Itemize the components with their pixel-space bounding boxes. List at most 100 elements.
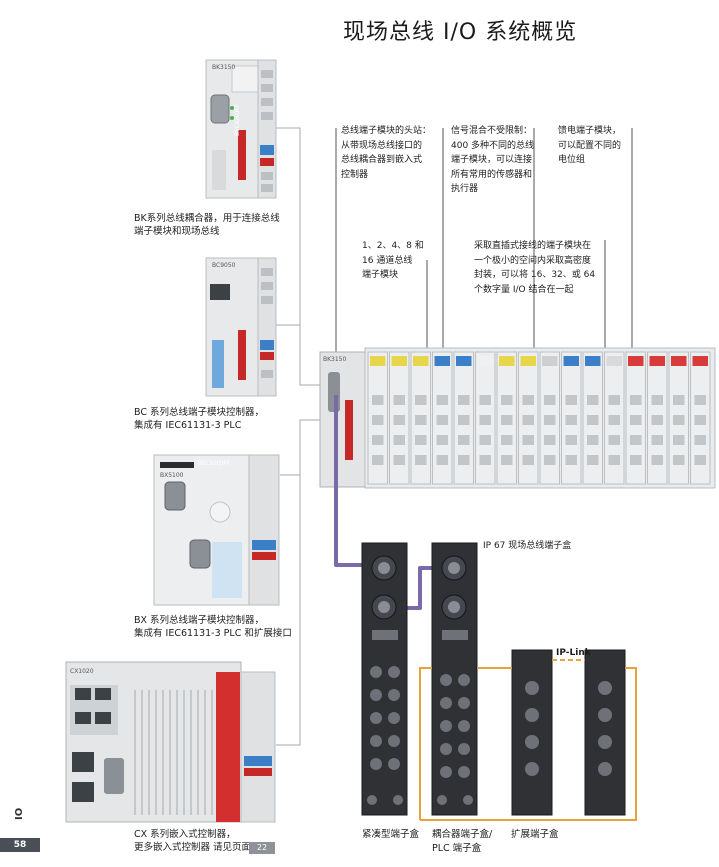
bk-model-label: BK3150 [212,64,236,71]
rail-module-slices [367,351,711,485]
callout-lines [335,128,633,362]
rail-module-terminal [415,455,427,465]
rail-module-terminal [479,455,491,465]
rail-module-terminal [544,455,556,465]
rail-module-terminal [458,395,470,405]
rail-module-color-strip [370,356,386,366]
rail-module-terminal [436,435,448,445]
cx-model-label: CX1020 [70,668,94,675]
caption-cx-controller-line2: 更多嵌入式控制器 请见页面 [134,842,252,853]
callout-ip67: IP 67 现场总线端子盒 [483,541,572,551]
rail-module-color-strip [477,356,493,366]
rail-module-terminal [393,455,405,465]
connector-lines [276,127,320,746]
callout-head-station: 总线端子模块的头站： 从带现场总线接口的 总线耦合器到嵌入式 控制器 [341,126,432,180]
rail-module-terminal [608,455,620,465]
ip67-extension-box-1 [511,649,553,816]
rail-module-terminal [565,415,577,425]
rail-module-color-strip [434,356,450,366]
rail-module-terminal [479,415,491,425]
rail-module-terminal [544,435,556,445]
label-compact-box: 紧凑型端子盒 [362,829,420,840]
rail-module-terminal [415,435,427,445]
rail-module-terminal [436,415,448,425]
rail-module-terminal [565,395,577,405]
rail-module-color-strip [671,356,687,366]
rail-module-terminal [694,435,706,445]
rail-module-color-strip [413,356,429,366]
rail-module-terminal [372,415,384,425]
callout-channels: 1、2、4、8 和 16 通道总线 端子模块 [362,241,424,280]
callout-power-feed: 馈电端子模块， 可以配置不同的 电位组 [558,126,622,165]
rail-module-color-strip [520,356,536,366]
bx-brand-mark: BECKHOFF [198,460,231,467]
rail-module-terminal [501,395,513,405]
rail-module-terminal [372,455,384,465]
rail-module-terminal [458,415,470,425]
rail-module-color-strip [499,356,515,366]
rail-module-terminal [694,415,706,425]
rail-module-terminal [501,435,513,445]
rail-module-terminal [479,435,491,445]
rail-module-terminal [673,395,685,405]
rail-module-terminal [673,415,685,425]
rail-module-terminal [544,415,556,425]
label-extension-box: 扩展端子盒 [511,829,559,840]
rail-module-terminal [393,435,405,445]
rail-module-terminal [587,455,599,465]
ip67-coupler-box [431,542,478,816]
rail-module-terminal [608,395,620,405]
bx-model-label: BX5100 [160,472,184,479]
rail-module-terminal [522,455,534,465]
rail-module-color-strip [391,356,407,366]
rail-module-terminal [651,435,663,445]
rail-module-terminal [651,455,663,465]
rail-module-terminal [458,435,470,445]
caption-bx-controller: BX 系列总线端子模块控制器， 集成有 IEC61131-3 PLC 和扩展接口 [134,615,292,639]
caption-bk-coupler: BK系列总线耦合器，用于连接总线 端子模块和现场总线 [134,213,280,237]
rail-module-terminal [544,395,556,405]
rail-module-terminal [565,455,577,465]
bc-controller-device [205,257,277,397]
ip67-compact-box [361,542,408,816]
ip-link-wiring [419,659,637,821]
bk-brand-mark: BECKHOFF [234,103,241,136]
rail-module-terminal [608,415,620,425]
ip67-extension-box-2 [584,649,626,816]
rail-module-color-strip [456,356,472,366]
rail-module-terminal [415,395,427,405]
cx-controller-device [65,661,276,823]
rail-module-terminal [694,395,706,405]
rail-module-terminal [630,455,642,465]
rail-module-color-strip [606,356,622,366]
page-title: 现场总线 I/O 系统概览 [343,20,578,45]
rail-module-terminal [565,435,577,445]
connector-line-bk [276,127,320,386]
rail-module-color-strip [692,356,708,366]
rail-module-terminal [608,435,620,445]
rail-module-terminal [436,395,448,405]
rail-module-color-strip [563,356,579,366]
terminal-rail [319,347,716,489]
ref-page-badge: 22 [249,842,275,854]
side-section-tab: IO [14,807,25,820]
rail-model-label: BK3150 [323,356,347,363]
rail-module-terminal [694,455,706,465]
callout-signal-mix: 信号混合不受限制： 400 多种不同的总线 端子模块，可以连接 所有常用的传感器… [451,126,535,194]
rail-module-terminal [673,435,685,445]
rail-module-terminal [415,415,427,425]
bx-controller-device [153,454,280,606]
rail-module-terminal [501,415,513,425]
caption-cx-controller-line1: CX 系列嵌入式控制器， [134,829,236,840]
rail-module-terminal [501,455,513,465]
bc-model-label: BC9050 [212,262,236,269]
rail-module-color-strip [649,356,665,366]
rail-module-terminal [479,395,491,405]
caption-bc-controller: BC 系列总线端子模块控制器， 集成有 IEC61131-3 PLC [134,407,265,431]
rail-module-terminal [522,395,534,405]
rail-module-color-strip [628,356,644,366]
rail-module-terminal [651,395,663,405]
rail-module-terminal [587,415,599,425]
bk-coupler-device [205,59,277,199]
